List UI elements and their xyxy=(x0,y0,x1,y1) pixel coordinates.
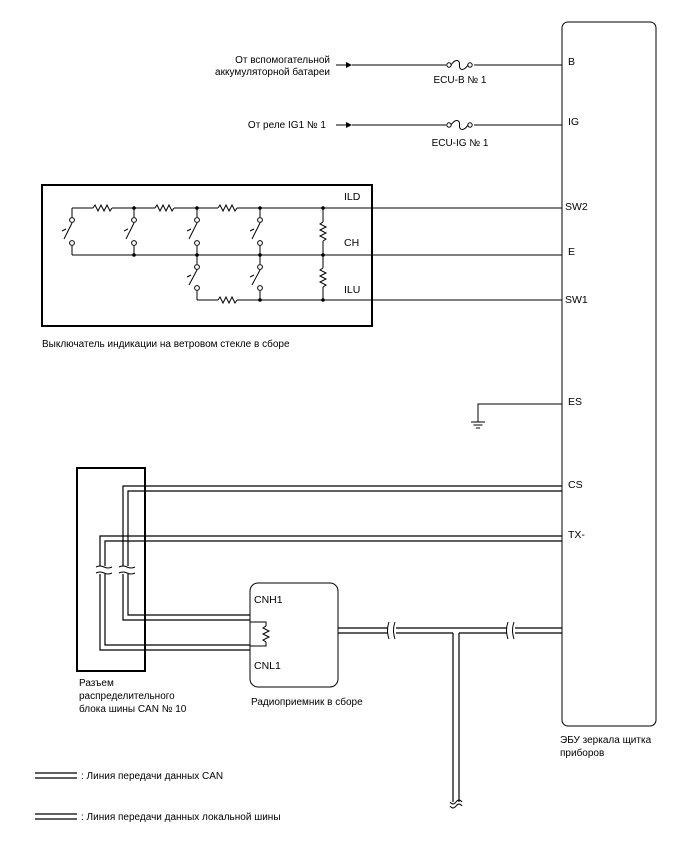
can-junction-box xyxy=(76,467,146,672)
relay-source-label: От реле IG1 № 1 xyxy=(248,120,327,131)
ecu-name-line1: ЭБУ зеркала щитка xyxy=(560,735,652,746)
pin-tx-label: TX- xyxy=(568,529,585,541)
battery-source-line1: От вспомогательной xyxy=(235,55,330,66)
battery-source-line2: аккумуляторной батареи xyxy=(215,66,330,78)
fuse-ecu-b-icon xyxy=(446,60,474,70)
switch-assembly-name: Выключатель индикации на ветровом стекле… xyxy=(42,338,290,350)
radio-receiver-box xyxy=(249,582,339,688)
pin-sw1-label: SW1 xyxy=(565,294,588,306)
ecu-body xyxy=(561,21,657,727)
fuse-ecu-b-label: ECU-B № 1 xyxy=(434,75,487,86)
pin-cs-label: CS xyxy=(568,479,583,491)
junction-label-line3: блока шины CAN № 10 xyxy=(79,703,187,715)
cnh1-label: CNH1 xyxy=(254,594,283,606)
wire-junction-dots xyxy=(132,206,325,302)
pin-e-label: E xyxy=(568,246,575,258)
local-bus xyxy=(338,627,562,802)
wire-break-icon xyxy=(95,565,136,575)
ilu-label: ILU xyxy=(344,284,360,296)
cnl1-label: CNL1 xyxy=(254,660,281,672)
pin-ig-label: IG xyxy=(568,116,579,128)
radio-receiver-name: Радиоприемник в сборе xyxy=(251,696,363,708)
ecu-name-line2: приборов xyxy=(560,747,604,759)
ch-label: CH xyxy=(344,237,359,249)
legend-local-label: : Линия передачи данных локальной шины xyxy=(81,812,281,823)
can-bus-cs xyxy=(122,485,562,621)
pin-es-label: ES xyxy=(568,396,582,408)
fuse-ecu-ig-icon xyxy=(446,120,474,130)
legend-local-icon xyxy=(35,813,77,820)
pin-b-label: B xyxy=(568,56,575,68)
terminating-resistor-icon xyxy=(250,621,271,647)
legend-can-icon xyxy=(35,772,77,779)
pin-sw2-label: SW2 xyxy=(565,201,588,213)
local-bus-break-icon xyxy=(387,621,515,809)
junction-label-line1: Разъем xyxy=(79,678,114,689)
relay-arrow-icon xyxy=(336,122,352,128)
fuse-ecu-ig-label: ECU-IG № 1 xyxy=(432,138,489,149)
legend-can-label: : Линия передачи данных CAN xyxy=(81,771,223,782)
switch-contacts xyxy=(69,217,263,291)
junction-label-line2: распределительного xyxy=(79,691,175,702)
switch-assembly-circuit xyxy=(61,203,562,305)
can-bus-tx xyxy=(99,535,562,651)
battery-arrow-icon xyxy=(336,62,352,68)
ground-icon xyxy=(471,403,562,429)
ild-label: ILD xyxy=(344,191,361,203)
